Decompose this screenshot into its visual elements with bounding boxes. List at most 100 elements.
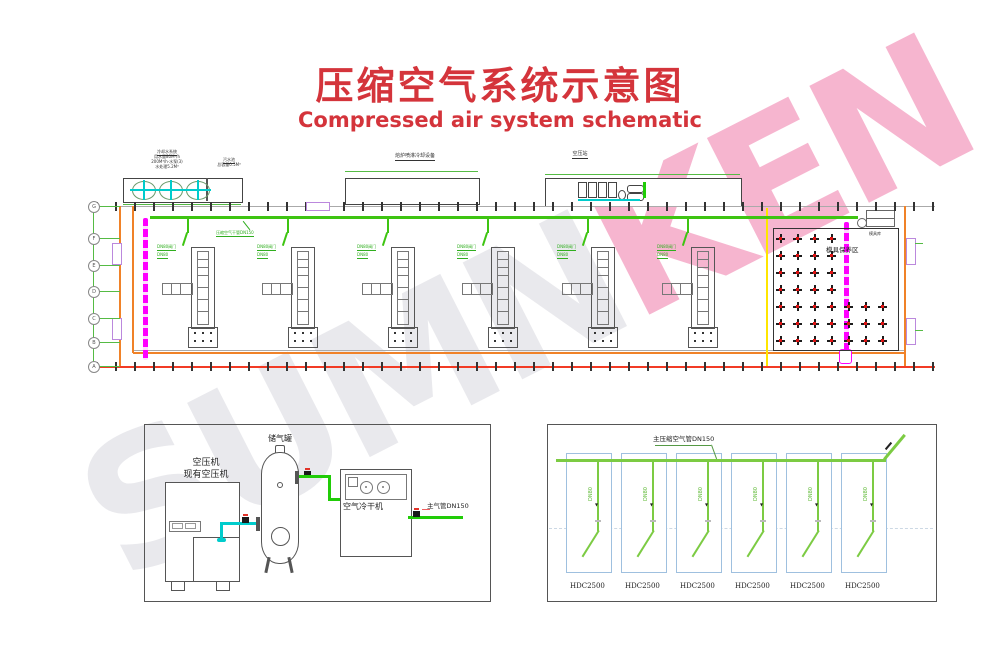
mold-area-label: 模具保养区	[826, 246, 859, 254]
pipe-joint	[760, 520, 766, 522]
workbench	[866, 218, 895, 227]
axis-leader-line	[98, 318, 120, 319]
orange-wall-bottom	[133, 352, 905, 354]
air-station-label: 空压站	[572, 151, 588, 159]
branch-drop-pipe	[187, 217, 189, 233]
pipe-joint	[595, 520, 601, 522]
mold-room	[773, 228, 899, 351]
station-riser-pipe	[643, 182, 646, 198]
branch-label: DN80	[357, 252, 369, 259]
unit-label: HDC2500	[625, 582, 660, 590]
mold-rack-symbol	[827, 234, 836, 243]
mold-rack-symbol	[776, 285, 785, 294]
top-column-ticks	[96, 202, 934, 211]
dimension-line	[545, 174, 740, 175]
mold-rack-symbol	[861, 319, 870, 328]
door-left	[112, 318, 122, 340]
drop-pipe-diagonal	[691, 530, 710, 558]
mold-rack-symbol	[793, 234, 802, 243]
cooling-water-note: 冷却水系统 用水量80M³/h 200M³/h·水泵(3) 水处理5.2M³	[151, 149, 183, 169]
main-air-outlet-pipe	[408, 516, 463, 519]
mold-rack-symbol	[793, 285, 802, 294]
tank-label: 储气罐	[268, 434, 292, 443]
station-compressor-unit	[588, 182, 597, 198]
door-right	[906, 238, 916, 265]
panel-border	[547, 424, 937, 602]
tank-left-flange	[256, 517, 260, 531]
branch-label: DN80	[557, 252, 569, 259]
mold-rack-symbol	[861, 336, 870, 345]
main-distribution-pipe	[556, 459, 886, 462]
branch-drop-pipe	[487, 217, 489, 233]
drop-pipe	[872, 461, 874, 531]
drop-pipe-label: DN80	[808, 487, 814, 501]
station-compressor-unit	[578, 182, 587, 198]
mold-rack-symbol	[810, 268, 819, 277]
station-dryer-symbol	[627, 185, 644, 193]
drop-pipe-label: DN80	[588, 487, 594, 501]
unit-label: HDC2500	[680, 582, 715, 590]
mold-rack-symbol	[827, 336, 836, 345]
axis-leader-line	[98, 265, 120, 266]
drop-pipe-label: DN80	[698, 487, 704, 501]
axis-bubble: G	[88, 201, 100, 213]
mold-rack-symbol	[827, 268, 836, 277]
hdc-unit: DN80▼ HDC2500	[676, 453, 722, 590]
green-pipe	[299, 475, 331, 478]
branch-label: DN80	[157, 252, 169, 259]
mold-rack-symbol	[793, 336, 802, 345]
flow-arrow-icon: ▼	[650, 502, 654, 507]
branch-label: DN80	[257, 252, 269, 259]
label-leader	[655, 445, 711, 446]
branch-label: DN80	[657, 252, 669, 259]
mold-rack-symbol	[776, 234, 785, 243]
mold-rack-symbol	[810, 285, 819, 294]
hdc-unit: DN80▼HDC2500	[566, 453, 612, 590]
panel-detail	[172, 523, 183, 529]
fire-wall-yellow-line	[766, 208, 768, 366]
die-casting-machine	[257, 245, 322, 348]
mold-rack-symbol	[810, 234, 819, 243]
panel-detail	[185, 523, 196, 529]
unit-label: HDC2500	[790, 582, 825, 590]
sump-note: 污水池 总容量0.5M³	[217, 157, 241, 167]
unit-label: HDC2500	[845, 582, 880, 590]
mold-rack-symbol	[827, 285, 836, 294]
mold-rack-symbol	[844, 336, 853, 345]
equipment-circle	[857, 218, 867, 228]
green-pipe	[328, 477, 331, 501]
axis-bubble: F	[88, 233, 100, 245]
hdc-unit: DN80▼HDC2500	[731, 453, 777, 590]
flow-arrow-icon: ▼	[705, 502, 709, 507]
mold-rack-symbol	[844, 302, 853, 311]
dimension-line	[345, 171, 478, 172]
branch-drop-pipe	[687, 217, 689, 233]
drop-pipe-diagonal	[746, 530, 765, 558]
gauge-icon	[377, 481, 390, 494]
branch-label: DN80阀门	[357, 244, 377, 251]
branch-drop-pipe	[587, 217, 589, 233]
gauge-icon	[360, 481, 373, 494]
mold-rack-symbol	[776, 251, 785, 260]
station-compressor-unit	[598, 182, 607, 198]
pump-symbol	[184, 180, 211, 200]
mold-rack-symbol	[827, 319, 836, 328]
mold-rack-symbol	[827, 251, 836, 260]
dryer-panel	[345, 474, 407, 500]
drop-pipe-diagonal	[636, 530, 655, 558]
mold-rack-symbol	[878, 302, 887, 311]
mold-corner-label: 模具库	[869, 231, 881, 236]
inner-wall-line	[133, 350, 905, 351]
drop-pipe-label: DN80	[863, 487, 869, 501]
branch-label: DN80阀门	[557, 244, 577, 251]
dimension-tick	[915, 243, 923, 244]
main-pipe-label: 压缩空气干管DN150	[216, 230, 254, 237]
pump-symbol	[130, 180, 157, 200]
panel-border	[144, 424, 491, 602]
branch-label: DN80阀门	[657, 244, 677, 251]
mold-rack-symbol	[793, 268, 802, 277]
air-dryer	[340, 469, 412, 557]
hdc-unit: DN80▼HDC2500	[786, 453, 832, 590]
